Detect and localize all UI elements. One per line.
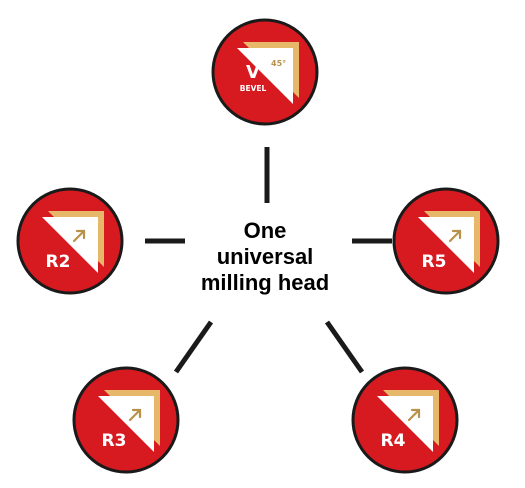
badge-v-sub: BEVEL bbox=[240, 84, 267, 93]
badge-r2-label: R2 bbox=[46, 252, 71, 272]
center-label: One universal milling head bbox=[180, 218, 350, 296]
badge-r3: R3 bbox=[72, 366, 180, 474]
connector-r4 bbox=[324, 320, 365, 374]
diagonal-arrow-icon bbox=[448, 229, 462, 243]
badge-v-angle: 45° bbox=[271, 59, 286, 68]
diagonal-arrow-icon bbox=[72, 229, 86, 243]
chamfer-45-icon bbox=[237, 48, 293, 104]
connectors bbox=[145, 147, 392, 374]
badge-r4: R4 bbox=[351, 366, 459, 474]
badge-v-letter: V bbox=[246, 62, 260, 83]
badge-r2: R2 bbox=[16, 187, 124, 295]
badge-r5: R5 bbox=[392, 187, 500, 295]
badge-v-bevel: V 45° BEVEL bbox=[211, 18, 319, 126]
center-label-line-1: One bbox=[243, 218, 287, 243]
badge-r4-label: R4 bbox=[381, 431, 406, 451]
center-label-line-3: milling head bbox=[200, 270, 330, 295]
badge-r3-label: R3 bbox=[102, 431, 127, 451]
connector-r3 bbox=[173, 320, 214, 374]
center-label-line-2: universal bbox=[216, 244, 314, 269]
diagonal-arrow-icon bbox=[128, 408, 142, 422]
diagonal-arrow-icon bbox=[407, 408, 421, 422]
badge-r5-label: R5 bbox=[422, 252, 447, 272]
